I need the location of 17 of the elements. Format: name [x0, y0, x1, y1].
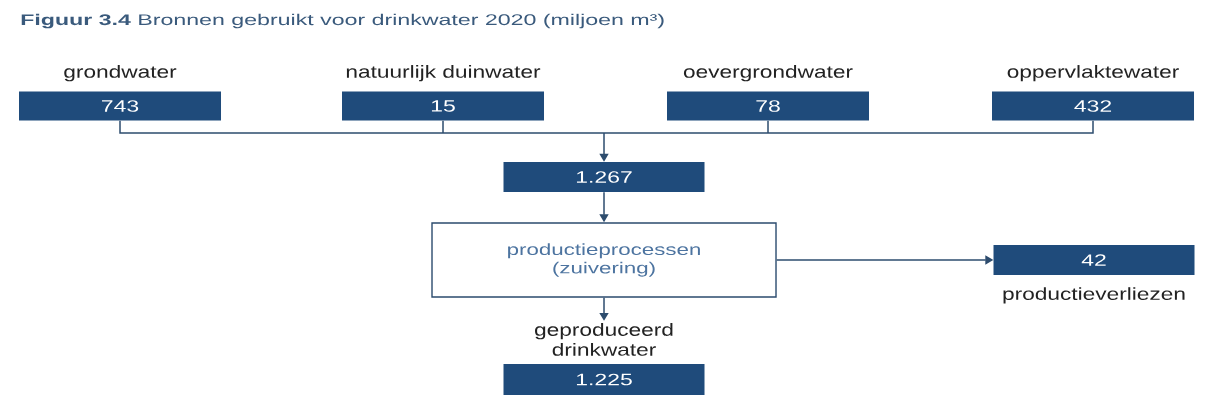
value-box: 743: [19, 91, 221, 121]
value-box: 1.225: [503, 364, 705, 395]
process-box: productieprocessen (zuivering): [431, 222, 777, 298]
figure-title: Figuur 3.4 Bronnen gebruikt voor drinkwater 2020 (miljoen m³): [21, 13, 664, 29]
connector-arrow: [119, 119, 1094, 162]
value-box: 432: [992, 91, 1194, 121]
caption-label: productieverliezen: [1003, 287, 1185, 304]
heading-label: oevergrondwater: [683, 65, 853, 82]
value-box: 78: [667, 91, 869, 121]
value-box: 15: [342, 91, 544, 121]
connector-arrow: [599, 296, 609, 321]
value-box: 42: [993, 245, 1195, 275]
heading-label: natuurlijk duinwater: [346, 65, 541, 82]
heading-label: oppervlaktewater: [1007, 65, 1179, 82]
heading-label: grondwater: [64, 65, 177, 82]
heading-label: geproduceerd drinkwater: [535, 323, 673, 356]
value-box: 1.267: [503, 162, 705, 192]
